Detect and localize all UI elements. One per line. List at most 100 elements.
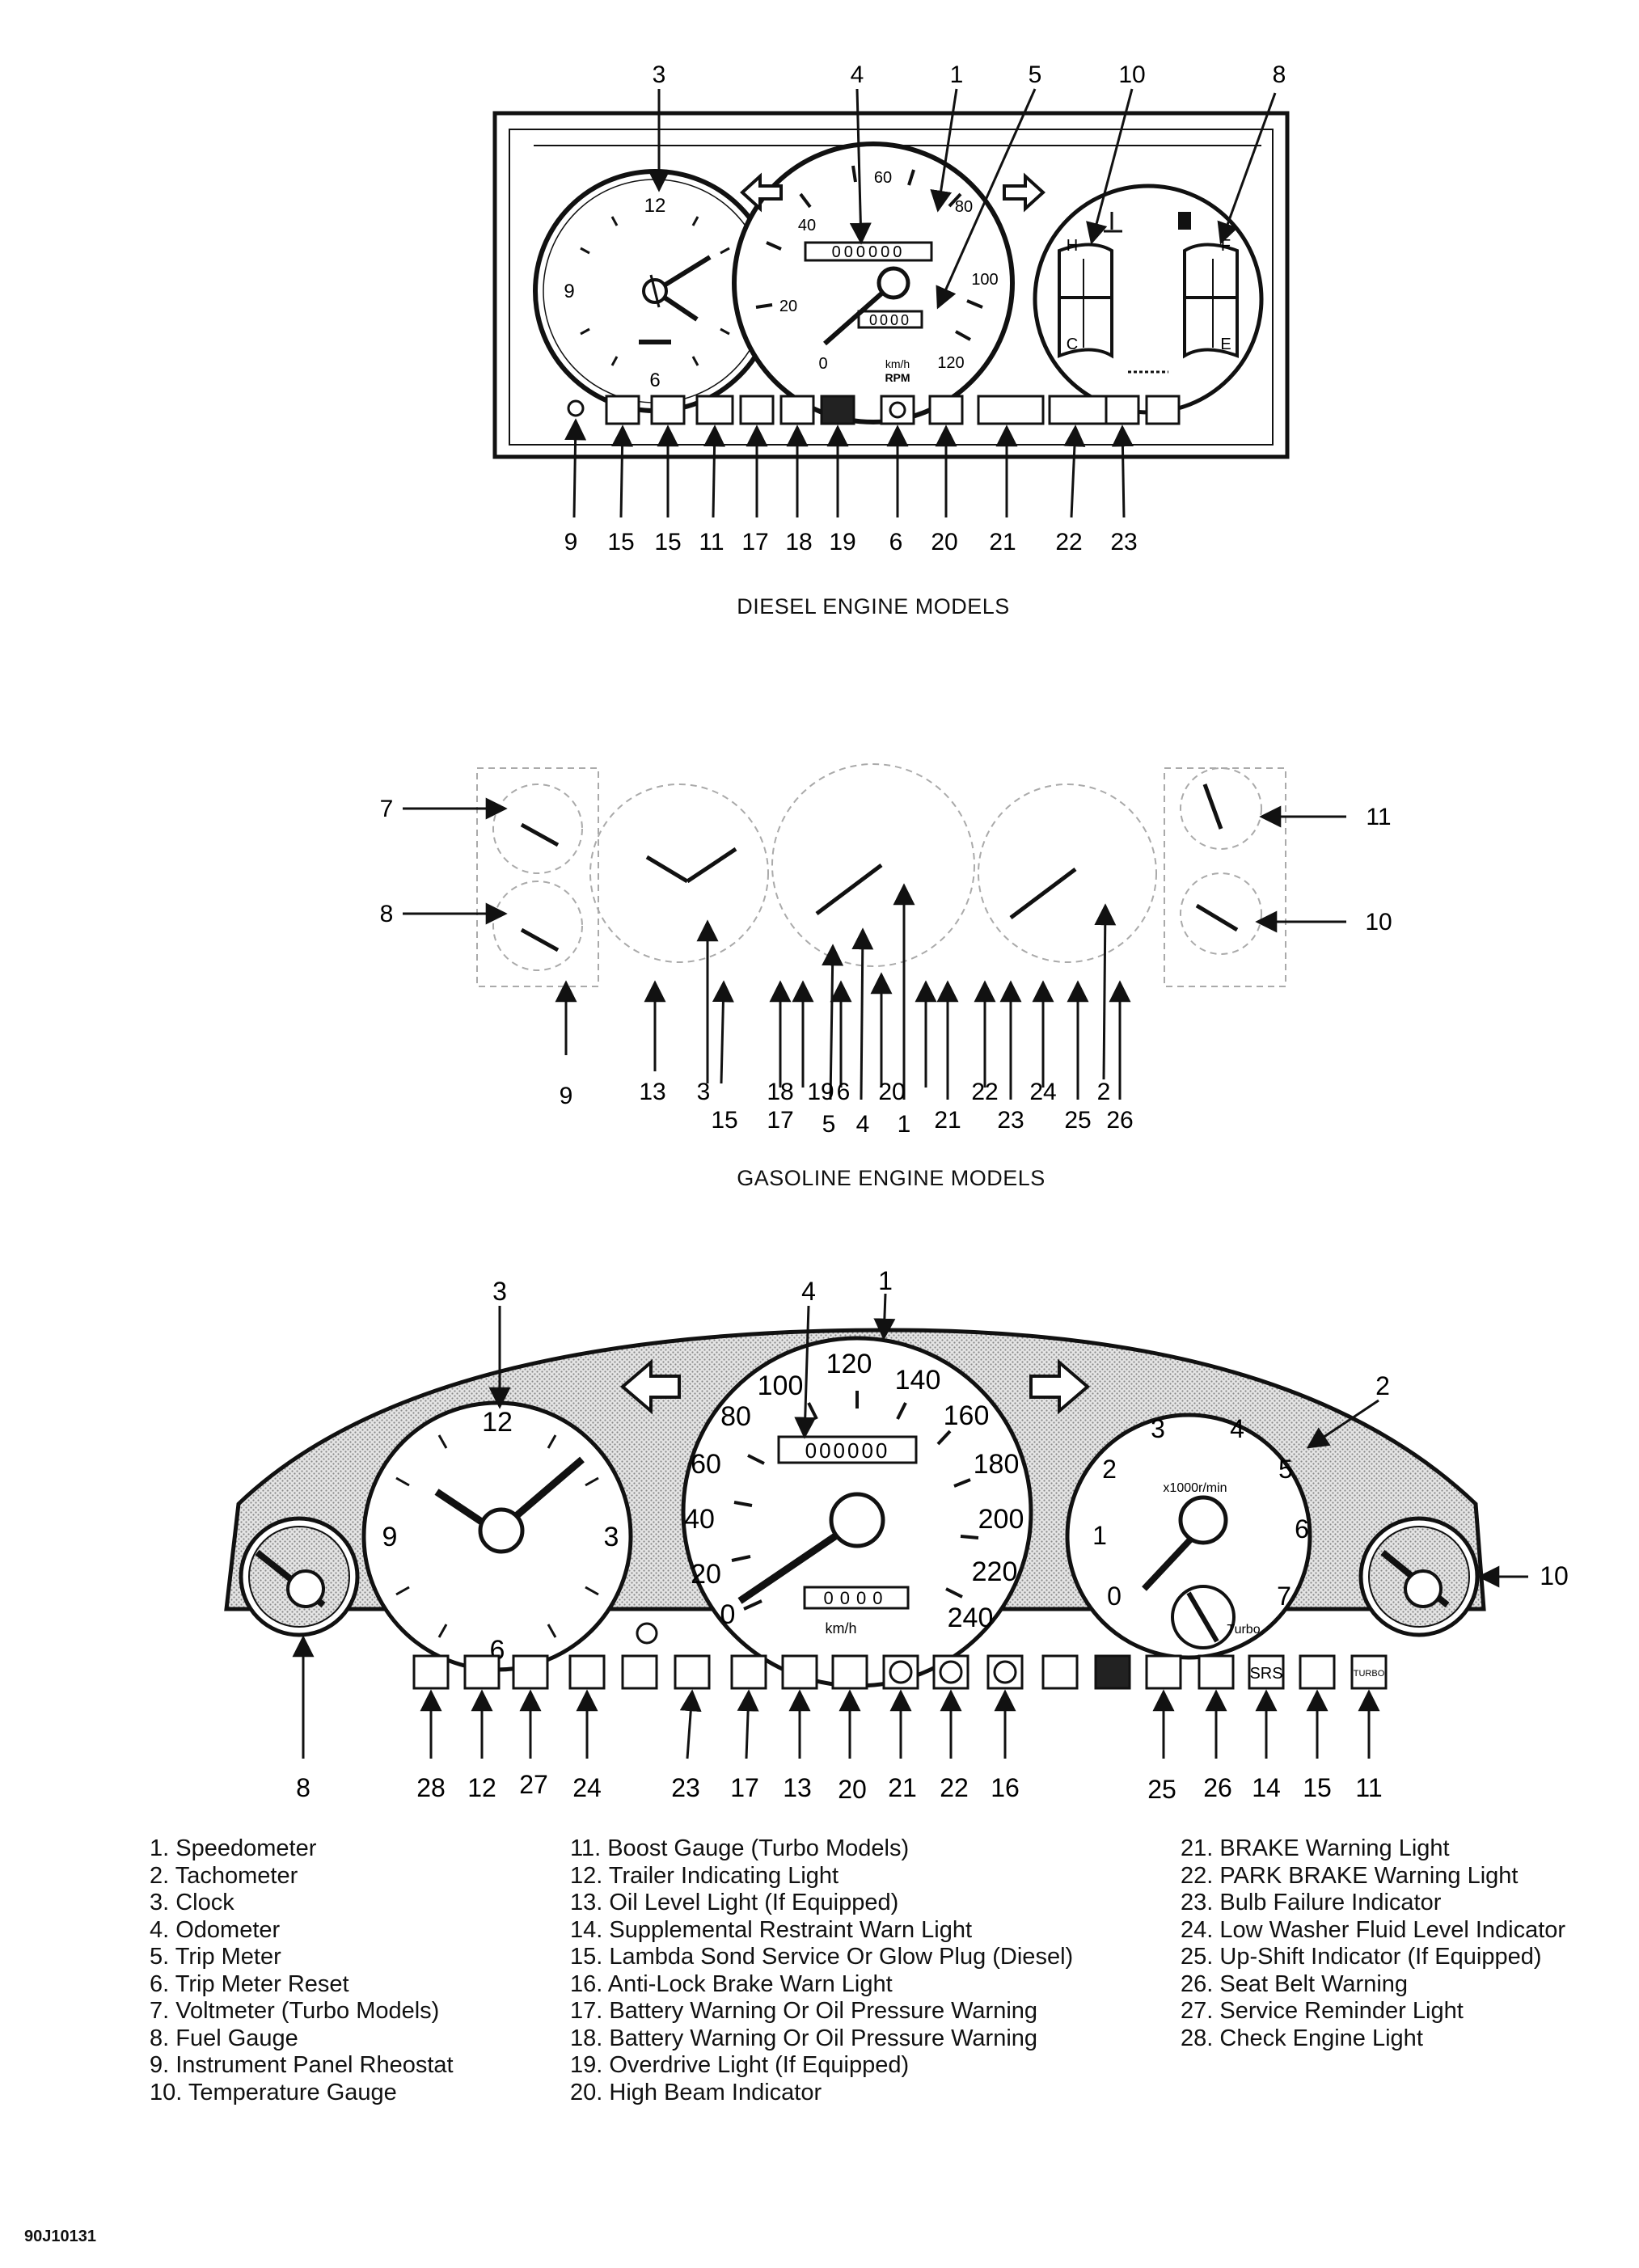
gas-bottom-17: 17	[767, 1107, 793, 1134]
cluster-callout-2: 2	[1375, 1371, 1390, 1400]
speedo-220: 220	[972, 1556, 1018, 1587]
diesel-bottom-9: 9	[564, 529, 578, 555]
left-turn-arrow-icon	[740, 172, 783, 213]
diesel-callout-4: 4	[851, 61, 864, 88]
cluster-callout-10: 10	[1540, 1561, 1569, 1590]
gas-bottom-3: 3	[697, 1079, 711, 1105]
gas-bottom-21: 21	[934, 1107, 961, 1134]
gas-bottom-18: 18	[767, 1079, 793, 1105]
temp-cold-mark: C	[1067, 336, 1078, 353]
diesel-panel: 12 3 6 9 0 20 40 60 80 100 120	[492, 61, 1290, 555]
legend-item: 13. Oil Level Light (If Equipped)	[570, 1890, 899, 1915]
gas-bottom-20: 20	[878, 1079, 905, 1105]
legend-item: 6. Trip Meter Reset	[150, 1970, 349, 1997]
cluster-odometer: 000000	[805, 1438, 890, 1463]
gas-bottom-25: 25	[1064, 1107, 1091, 1134]
legend-item: 17. Battery Warning Or Oil Pressure Warn…	[570, 1998, 1038, 2024]
cluster-fuel-gauge	[239, 1516, 360, 1637]
warning-lamp-strip	[412, 1654, 1388, 1690]
cluster-bottom-17: 17	[730, 1773, 759, 1802]
diesel-speedo-unit: km/h	[885, 357, 910, 370]
gas-bottom-13: 13	[639, 1079, 665, 1105]
diesel-bottom-callouts	[564, 418, 1134, 518]
right-turn-arrow-icon	[1003, 172, 1045, 213]
diesel-speedo-60: 60	[874, 169, 892, 187]
legend-column-3: 21. BRAKE Warning Light 22. PARK BRAKE W…	[1181, 1835, 1565, 2052]
diesel-caption: DIESEL ENGINE MODELS	[737, 594, 1010, 619]
speedo-80: 80	[720, 1401, 751, 1432]
legend-item: 23. Bulb Failure Indicator	[1181, 1890, 1442, 1915]
legend-item: 4. Odometer	[150, 1916, 281, 1943]
legend-item: 15. Lambda Sond Service Or Glow Plug (Di…	[570, 1944, 1074, 1970]
tach-7: 7	[1277, 1582, 1291, 1611]
gas-bottom-23: 23	[997, 1107, 1024, 1134]
diesel-speedo-120: 120	[937, 354, 964, 372]
legend-item: 11. Boost Gauge (Turbo Models)	[570, 1835, 910, 1861]
diesel-speedo-40: 40	[798, 217, 816, 234]
speedo-20: 20	[691, 1559, 721, 1590]
diesel-indicator-strip	[567, 395, 1181, 425]
diesel-bottom-15b: 15	[654, 529, 681, 555]
cluster-clock-12: 12	[482, 1407, 513, 1438]
diesel-callout-3: 3	[653, 61, 666, 88]
gasoline-panel: 7 8 11 10 9 13 3 18 19 6 20 22 24 2 15 1…	[380, 763, 1392, 1138]
cluster-bottom-12: 12	[467, 1773, 496, 1802]
cluster-bottom-15: 15	[1303, 1773, 1332, 1802]
diesel-top-callouts	[648, 88, 1277, 310]
speedo-60: 60	[691, 1449, 721, 1480]
diesel-callout-8: 8	[1273, 61, 1286, 88]
speedo-140: 140	[895, 1365, 941, 1396]
cluster-top-callouts	[488, 1293, 1528, 1588]
speedo-120: 120	[826, 1349, 872, 1379]
speedo-200: 200	[978, 1504, 1024, 1535]
cluster-trip: 0000	[824, 1588, 889, 1608]
cluster-bottom-21: 21	[888, 1773, 917, 1802]
legend-item: 3. Clock	[150, 1890, 234, 1915]
diesel-speedo-20: 20	[779, 298, 797, 315]
cluster-bottom-26: 26	[1203, 1773, 1232, 1802]
cluster-clock-9: 9	[382, 1522, 398, 1552]
cluster-bottom-16: 16	[991, 1773, 1020, 1802]
legend-item: 27. Service Reminder Light	[1181, 1998, 1464, 2024]
legend-item: 2. Tachometer	[150, 1862, 298, 1889]
diesel-clock-12: 12	[644, 195, 666, 217]
cluster-temp-gauge	[1358, 1516, 1480, 1637]
cluster-tachometer: 0 1 2 3 4 5 6 7 x1000r/min Turbo	[1065, 1413, 1312, 1660]
temp-hot-mark: H	[1067, 237, 1078, 255]
diesel-bottom-21: 21	[989, 529, 1016, 555]
speedo-0: 0	[720, 1599, 736, 1630]
tach-unit: x1000r/min	[1163, 1481, 1227, 1495]
gas-bottom-19: 19	[807, 1079, 834, 1105]
cluster-bottom-8: 8	[296, 1773, 310, 1802]
gas-bottom-15: 15	[711, 1107, 737, 1134]
cluster-callout-4: 4	[801, 1277, 816, 1306]
speedo-160: 160	[944, 1400, 990, 1431]
diesel-fuel-temp-gauge: H C F E	[1033, 184, 1264, 415]
diesel-odometer: 000000	[832, 243, 906, 261]
legend-item: 19. Overdrive Light (If Equipped)	[570, 2052, 910, 2078]
legend-column-1: 1. Speedometer 2. Tachometer 3. Clock 4.…	[150, 1835, 454, 2106]
tach-1: 1	[1092, 1521, 1107, 1550]
tach-5: 5	[1278, 1455, 1293, 1484]
legend-item: 14. Supplemental Restraint Warn Light	[570, 1916, 973, 1943]
legend-item: 26. Seat Belt Warning	[1181, 1970, 1409, 1997]
diesel-speedo-0: 0	[818, 355, 827, 373]
diesel-speedo-80: 80	[955, 198, 973, 216]
gas-bottom-6: 6	[837, 1079, 851, 1105]
diesel-callout-10: 10	[1118, 61, 1145, 88]
legend-column-2: 11. Boost Gauge (Turbo Models) 12. Trail…	[570, 1835, 1073, 2106]
diesel-trip: 0000	[869, 312, 911, 328]
cluster-speedo-unit: km/h	[825, 1620, 856, 1637]
legend-item: 22. PARK BRAKE Warning Light	[1181, 1862, 1519, 1889]
cluster-speedometer: 0 20 40 60 80 100 120 140 160 180 200 22…	[681, 1336, 1033, 1688]
legend-item: 28. Check Engine Light	[1181, 2025, 1423, 2051]
gas-bottom-22: 22	[971, 1079, 998, 1105]
cluster-bottom-20: 20	[838, 1775, 867, 1804]
gas-callout-10: 10	[1365, 909, 1392, 935]
cluster-bottom-13: 13	[783, 1773, 812, 1802]
legend-item: 8. Fuel Gauge	[150, 2025, 298, 2051]
gasoline-caption: GASOLINE ENGINE MODELS	[737, 1166, 1045, 1190]
gas-bottom-4: 4	[856, 1111, 870, 1138]
cluster-bottom-24: 24	[572, 1773, 602, 1802]
